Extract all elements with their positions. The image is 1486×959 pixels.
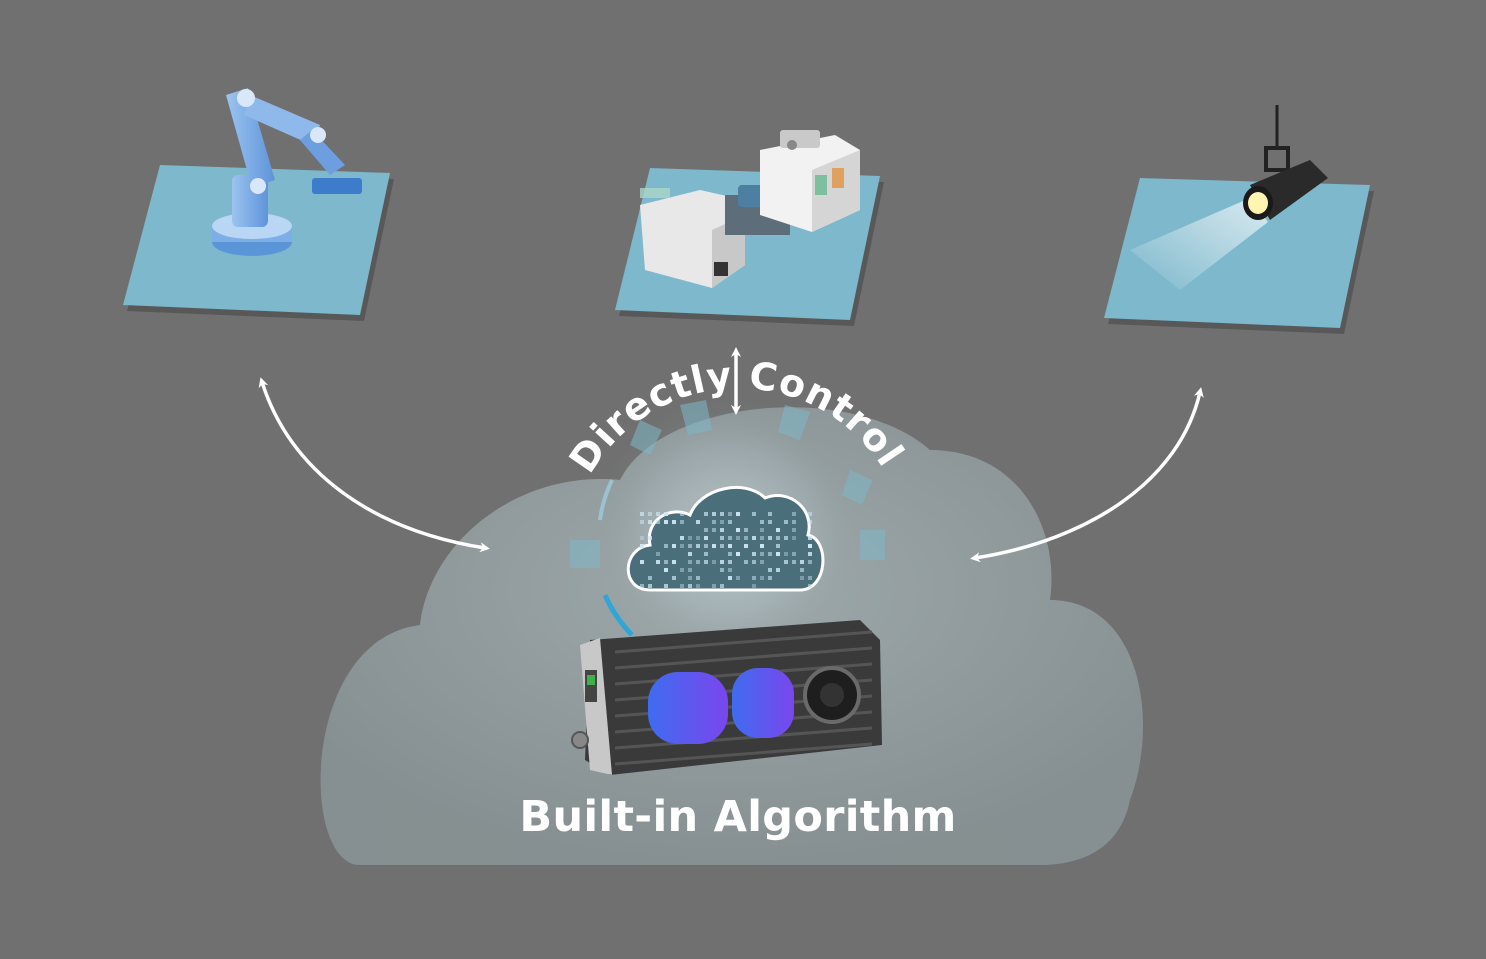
cloud-data-icon [626, 485, 825, 592]
camera-lens-right [732, 668, 794, 738]
robot-arm-icon [212, 88, 362, 256]
arrow-left [258, 377, 490, 553]
camera-lens-left [648, 672, 728, 744]
arrow-right [970, 387, 1204, 563]
spotlight-tile [1104, 105, 1374, 334]
spotlight-icon [1130, 105, 1328, 290]
tof-camera [571, 620, 882, 775]
machine-tile [615, 130, 884, 326]
factory-machine-icon [640, 130, 860, 288]
robot-arm-tile [123, 88, 394, 321]
built-in-algorithm-caption: Built-in Algorithm [519, 792, 957, 842]
